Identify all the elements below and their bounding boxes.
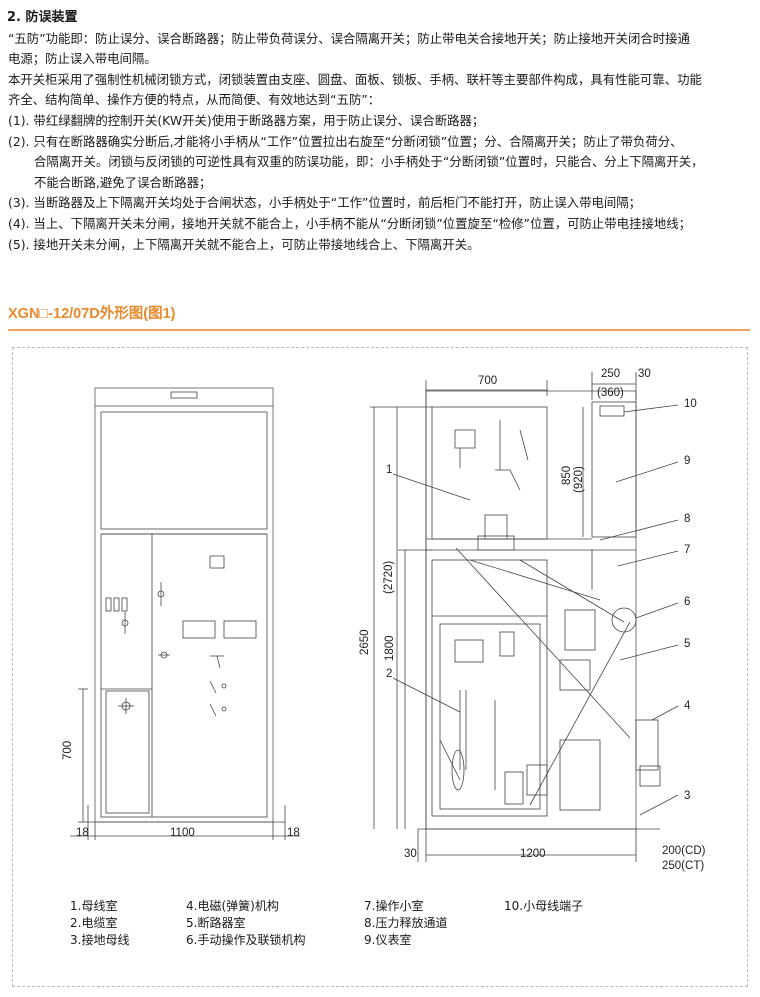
list-item-5: (5). 接地开关未分闸，上下隔离开关就不能合上，可防止带接地线合上、下隔离开关…: [8, 236, 480, 252]
legend-col-3: 7.操作小室 8.压力释放通道 9.仪表室: [364, 898, 447, 949]
dim-side-cd: 200(CD): [662, 845, 706, 857]
legend-item: 10.小母线端子: [504, 899, 584, 913]
callout-5: 5: [684, 638, 691, 650]
list-item-4: (4). 当上、下隔离开关未分闸，接地开关就不能合上，小手柄不能从“分断闭锁”位…: [8, 215, 692, 231]
dim-side-850: 850: [561, 465, 573, 485]
figure-frame: [12, 347, 748, 987]
callout-8: 8: [684, 513, 691, 525]
callout-9: 9: [684, 455, 691, 467]
dim-side-1800: 1800: [384, 635, 396, 661]
dim-side-30-top: 30: [638, 368, 651, 380]
front-view: [88, 387, 285, 823]
callout-4: 4: [684, 700, 691, 712]
list-item-2a: (2). 只有在断路器确实分断后,才能将小手柄从“工作”位置拉出右旋至“分断闭锁…: [8, 133, 683, 149]
front-dimensions: [70, 688, 300, 840]
legend-col-2: 4.电磁(弹簧)机构 5.断路器室 6.手动操作及联锁机构: [186, 898, 305, 949]
figure-title: XGN□-12/07D外形图(图1): [8, 306, 176, 322]
dim-side-30-bottom: 30: [404, 848, 417, 860]
dim-front-left: 18: [76, 827, 89, 839]
dim-side-2650: 2650: [359, 629, 371, 655]
dim-side-1200: 1200: [520, 848, 546, 860]
title-divider: [8, 329, 750, 331]
intro-line-3: 本开关柜采用了强制性机械闭锁方式，闭锁装置由支座、圆盘、面板、锁板、手柄、联杆等…: [8, 71, 702, 87]
legend-item: 1.母线室: [70, 899, 118, 913]
side-dimensions: [370, 372, 637, 862]
callout-3: 3: [684, 790, 691, 802]
dim-side-top-width: 700: [478, 375, 498, 387]
callout-1: 1: [386, 464, 393, 476]
callout-10: 10: [684, 398, 697, 410]
section-heading: 2. 防误装置: [7, 10, 78, 25]
callout-leaders: [392, 404, 679, 816]
list-item-2b: 合隔离开关。闭锁与反闭锁的可逆性具有双重的防误功能，即：小手柄处于“分断闭锁”位…: [34, 154, 704, 170]
legend-col-4: 10.小母线端子: [504, 898, 583, 915]
dim-front-width: 1100: [170, 827, 195, 839]
legend-item: 8.压力释放通道: [364, 916, 448, 930]
intro-line-1: “五防”功能即：防止误分、误合断路器；防止带负荷误分、误合隔离开关；防止带电关合…: [8, 30, 690, 46]
legend-item: 6.手动操作及联锁机构: [186, 933, 306, 947]
dim-side-ct: 250(CT): [662, 860, 705, 872]
intro-line-4: 齐全、结构简单、操作方便的特点，从而简便、有效地达到“五防”：: [8, 92, 381, 108]
legend-item: 4.电磁(弹簧)机构: [186, 899, 279, 913]
dim-front-right: 18: [287, 827, 300, 839]
dim-side-920: (920): [573, 466, 585, 493]
side-view: [418, 390, 661, 830]
list-item-3: (3). 当断路器及上下隔离开关均处于合闸状态，小手柄处于“工作”位置时，前后柜…: [8, 195, 642, 211]
list-item-2c: 不能合断路,避免了误合断路器；: [34, 174, 212, 190]
callout-7: 7: [684, 544, 691, 556]
legend-col-1: 1.母线室 2.电缆室 3.接地母线: [70, 898, 129, 949]
legend-item: 7.操作小室: [364, 899, 424, 913]
dim-side-2720: (2720): [383, 560, 395, 594]
callout-6: 6: [684, 596, 691, 608]
legend-item: 2.电缆室: [70, 916, 118, 930]
intro-line-2: 电源；防止误入带电间隔。: [8, 51, 157, 67]
dim-front-height: 700: [62, 740, 74, 760]
legend-item: 5.断路器室: [186, 916, 246, 930]
dim-side-250: 250: [601, 368, 621, 380]
callout-2: 2: [386, 668, 393, 680]
legend-item: 9.仪表室: [364, 933, 412, 947]
dim-side-360: (360): [597, 387, 624, 399]
legend-item: 3.接地母线: [70, 933, 130, 947]
list-item-1: (1). 带红绿翻牌的控制开关(KW开关)使用于断路器方案，用于防止误分、误合断…: [8, 112, 485, 128]
anti-misoperation-section: 2. 防误装置 “五防”功能即：防止误分、误合断路器；防止带负荷误分、误合隔离开…: [0, 8, 750, 255]
